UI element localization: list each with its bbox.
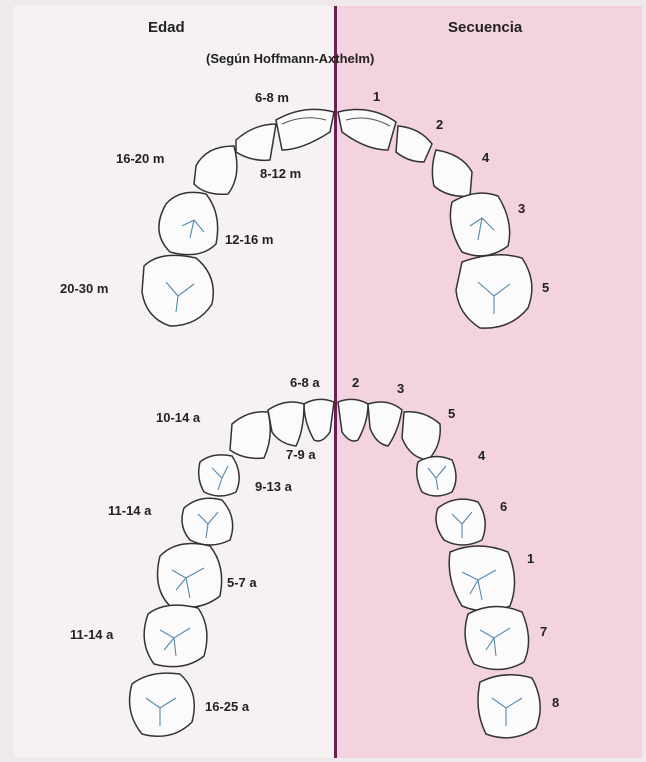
lower-age-label: 9-13 a: [255, 479, 292, 494]
lower-tooth-canine-left: [229, 411, 271, 460]
upper-tooth-molar1-left: [158, 191, 219, 256]
lower-tooth-lateral-right: [367, 401, 403, 447]
upper-age-label: 12-16 m: [225, 232, 274, 247]
upper-sequence-number: 5: [542, 280, 550, 295]
lower-age-label: 5-7 a: [227, 575, 257, 590]
lower-tooth-molar3-left: [128, 672, 195, 737]
lower-tooth-premolar1-right: [415, 455, 457, 497]
upper-tooth-molar2-right: [455, 254, 533, 329]
lower-sequence-number: 4: [478, 448, 486, 463]
lower-sequence-number: 3: [397, 381, 405, 396]
upper-sequence-number: 3: [518, 201, 526, 216]
lower-tooth-molar1-right: [448, 545, 516, 612]
upper-tooth-lateral-left: [235, 123, 277, 162]
lower-sequence-number: 6: [500, 499, 508, 514]
upper-tooth-molar2-left: [141, 254, 214, 327]
upper-tooth-central-left: [275, 108, 335, 151]
upper-arch: [141, 108, 533, 329]
age-column-title: Edad: [148, 19, 185, 36]
midline-divider: [334, 6, 337, 758]
lower-tooth-premolar2-left: [181, 497, 234, 546]
lower-arch: [128, 398, 541, 739]
lower-sequence-number: 1: [527, 551, 535, 566]
upper-sequence-number: 1: [373, 89, 381, 104]
upper-tooth-lateral-right: [395, 125, 433, 163]
upper-sequence-number: 2: [436, 117, 444, 132]
upper-tooth-central-right: [337, 108, 397, 151]
upper-tooth-canine-right: [431, 149, 473, 198]
lower-age-label: 6-8 a: [290, 375, 320, 390]
sequence-column-title: Secuencia: [448, 19, 523, 36]
lower-tooth-canine-right: [401, 411, 441, 461]
lower-age-label: 11-14 a: [70, 627, 114, 642]
upper-age-label: 6-8 m: [255, 90, 289, 105]
lower-tooth-molar2-right: [464, 605, 530, 671]
lower-age-label: 7-9 a: [286, 447, 316, 462]
upper-age-label: 16-20 m: [116, 151, 165, 166]
lower-age-label: 11-14 a: [108, 503, 152, 518]
lower-age-label: 16-25 a: [205, 699, 250, 714]
lower-tooth-central-right: [337, 398, 369, 442]
lower-sequence-number: 2: [352, 375, 360, 390]
lower-sequence-number: 8: [552, 695, 560, 710]
upper-age-label: 8-12 m: [260, 166, 302, 181]
upper-tooth-canine-left: [193, 145, 238, 196]
lower-sequence-number: 7: [540, 624, 548, 639]
upper-sequence-number: 4: [482, 150, 490, 165]
upper-tooth-molar1-right: [449, 192, 511, 257]
lower-tooth-molar2-left: [143, 604, 208, 668]
upper-age-label: 20-30 m: [60, 281, 109, 296]
lower-tooth-central-left: [303, 398, 335, 442]
subtitle-citation: (Según Hoffmann-Axthelm): [206, 51, 375, 66]
lower-tooth-lateral-left: [267, 401, 305, 447]
lower-age-label: 10-14 a: [156, 410, 201, 425]
lower-sequence-number: 5: [448, 406, 456, 421]
